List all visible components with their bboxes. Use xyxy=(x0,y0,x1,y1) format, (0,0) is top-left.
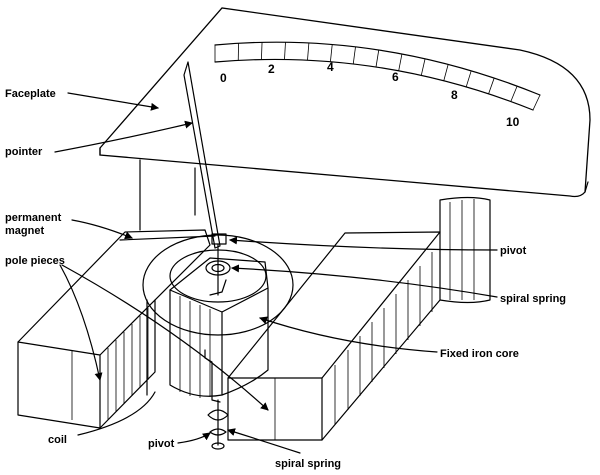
label-pivot-bottom: pivot xyxy=(148,438,175,450)
label-faceplate: Faceplate xyxy=(5,88,56,100)
pointer-needle xyxy=(183,61,221,249)
meter-scale xyxy=(214,41,541,111)
scale-label-6: 6 xyxy=(392,70,399,84)
label-coil: coil xyxy=(48,434,67,446)
label-permanent-magnet-1: permanent xyxy=(5,212,62,224)
scale-division xyxy=(375,49,380,68)
label-pivot-top: pivot xyxy=(500,245,527,257)
label-pointer: pointer xyxy=(5,146,43,158)
scale-division xyxy=(398,53,403,71)
permanent-magnet xyxy=(17,159,491,441)
fixed-iron-core xyxy=(169,249,269,398)
scale-label-4: 4 xyxy=(327,60,334,74)
scale-division xyxy=(352,46,356,65)
scale-division xyxy=(488,77,495,94)
faceplate xyxy=(99,7,591,198)
scale-label-10: 10 xyxy=(506,115,520,129)
scale-label-2: 2 xyxy=(268,62,275,76)
leader-lines xyxy=(54,92,498,454)
label-spiral-spring-bottom: spiral spring xyxy=(275,458,341,470)
moving-coil xyxy=(204,233,231,450)
scale-division xyxy=(307,42,310,61)
label-pole-pieces: pole pieces xyxy=(5,255,65,267)
scale-division xyxy=(465,70,472,88)
scale-division xyxy=(330,44,333,62)
label-permanent-magnet-2: magnet xyxy=(5,225,44,237)
scale-division xyxy=(261,42,263,60)
scale-label-8: 8 xyxy=(451,88,458,102)
scale-division xyxy=(510,85,518,102)
scale-label-0: 0 xyxy=(220,71,227,85)
scale-division xyxy=(532,94,541,111)
scale-division xyxy=(420,58,426,76)
diagram-labels: Faceplate pointer permanent magnet pole … xyxy=(5,88,566,470)
label-spiral-spring-top: spiral spring xyxy=(500,293,566,305)
scale-division xyxy=(284,42,286,60)
scale-labels: 0 2 4 6 8 10 xyxy=(220,60,520,129)
scale-division xyxy=(443,64,449,81)
label-fixed-iron-core: Fixed iron core xyxy=(440,348,519,360)
